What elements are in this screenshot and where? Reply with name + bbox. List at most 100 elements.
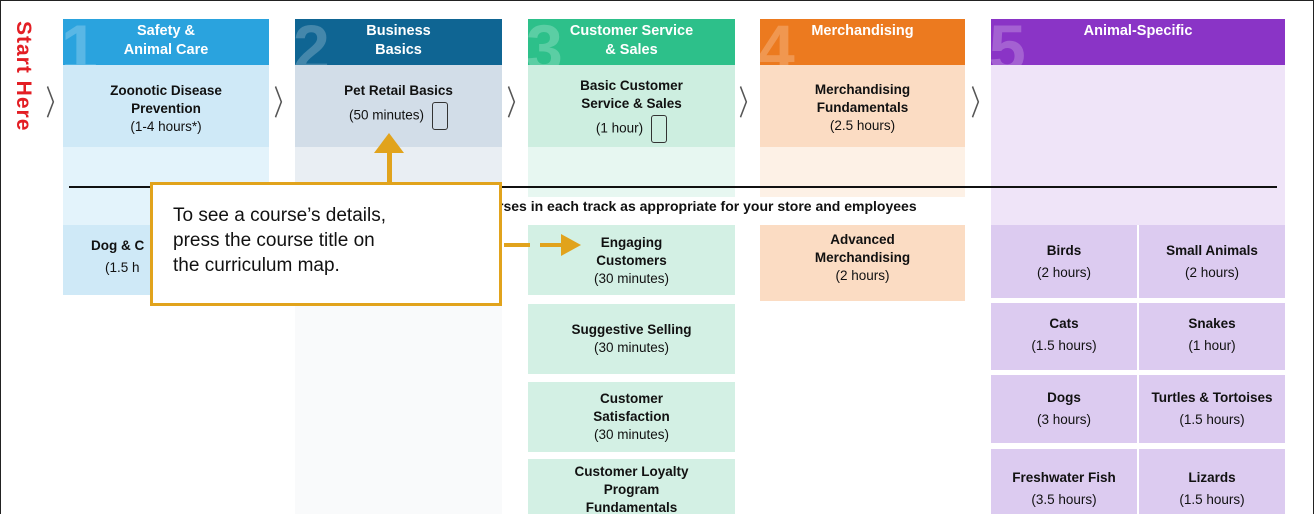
course-duration: (1-4 hours*) bbox=[130, 119, 202, 134]
course-duration: (2 hours) bbox=[1184, 265, 1240, 280]
course-duration: (2.5 hours) bbox=[829, 118, 896, 133]
course-title: Dogs bbox=[1047, 390, 1081, 405]
track-number: 4 bbox=[760, 19, 795, 65]
course-turtles-tortoises[interactable]: Turtles & Tortoises (1.5 hours) bbox=[1139, 375, 1285, 443]
track-title-line: Basics bbox=[375, 42, 422, 58]
course-title: Advanced bbox=[830, 232, 895, 247]
course-title: Satisfaction bbox=[593, 409, 670, 424]
track-title-line: Animal Care bbox=[123, 42, 209, 58]
course-title: Service & Sales bbox=[581, 96, 682, 111]
chevron-right-icon: 〉 bbox=[506, 84, 528, 124]
start-here-label: Start Here bbox=[12, 21, 35, 132]
course-duration: (30 minutes) bbox=[593, 340, 670, 355]
course-title: Customer bbox=[599, 391, 663, 406]
course-duration: (1 hour) bbox=[1188, 338, 1236, 353]
course-duration: (2 hours) bbox=[1036, 265, 1092, 280]
course-title: Zoonotic Disease bbox=[110, 83, 222, 98]
callout-line: press the course title on bbox=[173, 230, 375, 251]
course-engaging-customers[interactable]: Engaging Customers (30 minutes) bbox=[528, 225, 735, 295]
track-title-line: Customer Service bbox=[569, 23, 694, 39]
course-duration: (2 hours) bbox=[835, 268, 890, 283]
course-title: Fundamentals bbox=[816, 100, 909, 115]
track-animal-specific: 5 Animal-Specific Birds (2 hours) Small … bbox=[991, 19, 1285, 514]
chevron-right-icon: 〉 bbox=[738, 84, 760, 124]
course-merchandising-fundamentals[interactable]: Merchandising Fundamentals (2.5 hours) bbox=[760, 65, 965, 147]
callout-line: the curriculum map. bbox=[173, 255, 340, 276]
track-merchandising: 4 Merchandising Merchandising Fundamenta… bbox=[760, 19, 965, 514]
track-title-line: & Sales bbox=[605, 42, 658, 58]
course-title: Cats bbox=[1049, 316, 1079, 331]
track-number: 5 bbox=[991, 19, 1026, 65]
course-duration: (1 hour) bbox=[595, 120, 644, 136]
core-elective-divider bbox=[69, 186, 1277, 188]
elective-note: rses in each track as appropriate for yo… bbox=[498, 198, 917, 214]
course-title: Basic Customer bbox=[580, 78, 683, 93]
course-snakes[interactable]: Snakes (1 hour) bbox=[1139, 303, 1285, 370]
course-title: Fundamentals bbox=[585, 500, 678, 514]
course-cats[interactable]: Cats (1.5 hours) bbox=[991, 303, 1137, 370]
course-title: Lizards bbox=[1188, 470, 1236, 485]
track-title-line: Business bbox=[366, 23, 431, 39]
course-duration: (1.5 h bbox=[105, 260, 140, 275]
arrow-icon bbox=[561, 234, 581, 256]
course-title: Merchandising bbox=[814, 82, 911, 97]
course-zoonotic-disease-prevention[interactable]: Zoonotic Disease Prevention (1-4 hours*) bbox=[63, 65, 269, 147]
course-duration: (30 minutes) bbox=[593, 271, 670, 286]
course-title: Small Animals bbox=[1166, 243, 1258, 258]
chevron-right-icon: 〉 bbox=[970, 84, 992, 124]
course-duration: (30 minutes) bbox=[593, 427, 670, 442]
course-duration: (3 hours) bbox=[1036, 412, 1092, 427]
track-title-line: Animal-Specific bbox=[1083, 23, 1193, 39]
course-title: Pet Retail Basics bbox=[344, 83, 453, 98]
course-title: Customer Loyalty bbox=[574, 464, 689, 479]
course-title: Birds bbox=[1046, 243, 1082, 258]
course-freshwater-fish[interactable]: Freshwater Fish (3.5 hours) bbox=[991, 449, 1137, 514]
course-customer-loyalty-program[interactable]: Customer Loyalty Program Fundamentals bbox=[528, 459, 735, 514]
course-title: Customers bbox=[596, 253, 667, 268]
course-birds[interactable]: Birds (2 hours) bbox=[991, 225, 1137, 298]
course-duration: (50 minutes) bbox=[348, 107, 425, 123]
arrow-icon bbox=[374, 133, 404, 153]
course-title: Freshwater Fish bbox=[1012, 470, 1116, 485]
course-suggestive-selling[interactable]: Suggestive Selling (30 minutes) bbox=[528, 304, 735, 374]
track-title-line: Safety & bbox=[136, 23, 196, 39]
course-title: Prevention bbox=[131, 101, 201, 116]
chevron-right-icon: 〉 bbox=[273, 84, 295, 124]
course-title: Snakes bbox=[1188, 316, 1236, 331]
instruction-callout: To see a course’s details, press the cou… bbox=[150, 182, 502, 306]
track-header-animal-specific[interactable]: 5 Animal-Specific bbox=[991, 19, 1285, 65]
course-dog-and-cat[interactable]: Dog & C (1.5 h bbox=[63, 225, 269, 295]
course-small-animals[interactable]: Small Animals (2 hours) bbox=[1139, 225, 1285, 298]
course-duration: (1.5 hours) bbox=[1179, 412, 1245, 427]
track-header-merchandising[interactable]: 4 Merchandising bbox=[760, 19, 965, 65]
course-title: Turtles & Tortoises bbox=[1151, 390, 1273, 405]
mobile-phone-icon bbox=[651, 115, 668, 143]
course-title: Merchandising bbox=[814, 250, 911, 265]
arrow-dash bbox=[504, 243, 530, 247]
course-advanced-merchandising[interactable]: Advanced Merchandising (2 hours) bbox=[760, 225, 965, 301]
callout-line: To see a course’s details, bbox=[173, 205, 386, 226]
track-number: 2 bbox=[295, 19, 330, 65]
arrow-shaft bbox=[387, 147, 392, 183]
chevron-right-icon: 〉 bbox=[45, 84, 67, 124]
track-number: 1 bbox=[63, 19, 98, 65]
course-title: Dog & C bbox=[91, 238, 145, 253]
course-duration: (3.5 hours) bbox=[1031, 492, 1097, 507]
course-lizards[interactable]: Lizards (1.5 hours) bbox=[1139, 449, 1285, 514]
mobile-phone-icon bbox=[432, 102, 449, 130]
track-header-service[interactable]: 3 Customer Service & Sales bbox=[528, 19, 735, 65]
course-duration: (1.5 hours) bbox=[1031, 338, 1097, 353]
track-header-safety[interactable]: 1 Safety & Animal Care bbox=[63, 19, 269, 65]
course-dogs[interactable]: Dogs (3 hours) bbox=[991, 375, 1137, 443]
course-duration: (1.5 hours) bbox=[1179, 492, 1245, 507]
track-customer-service-sales: 3 Customer Service & Sales Basic Customer… bbox=[528, 19, 735, 514]
course-customer-satisfaction[interactable]: Customer Satisfaction (30 minutes) bbox=[528, 382, 735, 452]
course-title: Suggestive Selling bbox=[571, 322, 692, 337]
track-title-line: Merchandising bbox=[811, 23, 914, 39]
course-title: Program bbox=[603, 482, 660, 497]
arrow-dash bbox=[540, 243, 562, 247]
course-basic-customer-service-sales[interactable]: Basic Customer Service & Sales (1 hour) bbox=[528, 65, 735, 147]
track-number: 3 bbox=[528, 19, 563, 65]
